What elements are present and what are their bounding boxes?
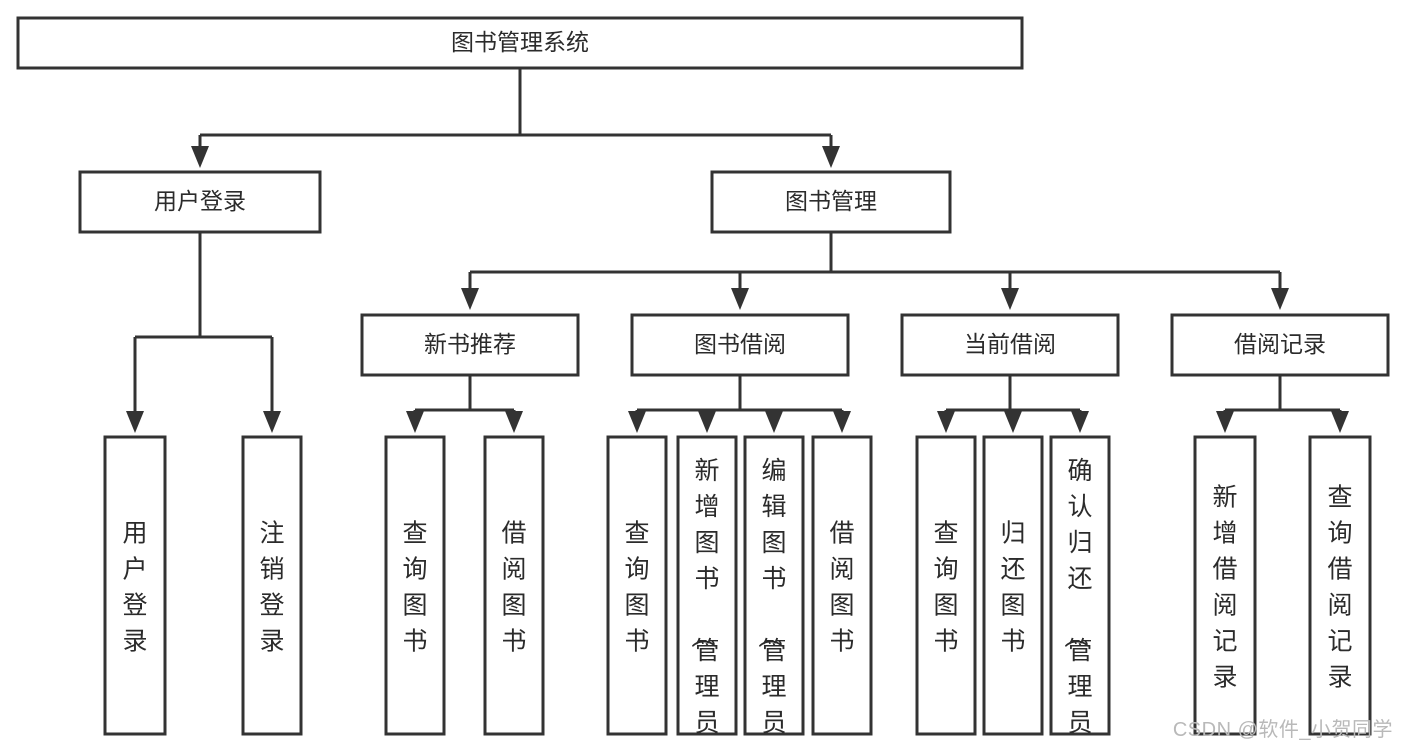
arrow-head-icon (1004, 411, 1022, 433)
arrow-head-icon (698, 411, 716, 433)
arrow-head-icon (461, 288, 479, 310)
level3-node-新书推荐[interactable]: 新书推荐 (360, 313, 580, 377)
level3-node-图书借阅-label: 图书借阅 (694, 331, 786, 357)
leaf-node-4-box[interactable] (606, 435, 668, 736)
root-node-图书管理系统-box[interactable] (16, 16, 1024, 70)
leaf-node-6[interactable]: 编辑图书（管理员） (743, 435, 805, 747)
arrow-head-icon (1271, 288, 1289, 310)
leaf-node-1[interactable]: 注销登录 (241, 435, 303, 736)
level3-node-当前借阅-label: 当前借阅 (964, 331, 1056, 357)
leaf-node-3[interactable]: 借阅图书 (483, 435, 545, 736)
leaf-node-8[interactable]: 查询图书 (915, 435, 977, 736)
level2-node-用户登录[interactable]: 用户登录 (78, 170, 322, 234)
arrow-head-icon (191, 146, 209, 168)
leaf-node-2-label: 查询图书 (402, 520, 427, 656)
arrow-head-icon (765, 411, 783, 433)
leaf-node-8-box[interactable] (915, 435, 977, 736)
leaf-node-12[interactable]: 查询借阅记录 (1308, 435, 1372, 736)
leaf-node-4[interactable]: 查询图书 (606, 435, 668, 736)
leaf-node-7-box[interactable] (811, 435, 873, 736)
leaf-node-10-box[interactable] (1049, 435, 1111, 736)
level2-node-图书管理-box[interactable] (710, 170, 952, 234)
leaf-node-1-label: 注销登录 (259, 520, 284, 656)
level3-node-当前借阅-box[interactable] (900, 313, 1120, 377)
leaf-node-10[interactable]: 确认归还（管理员） (1049, 435, 1111, 747)
leaf-node-11[interactable]: 新增借阅记录 (1193, 435, 1257, 736)
leaf-node-7-label: 借阅图书 (829, 520, 854, 656)
arrow-head-icon (628, 411, 646, 433)
level2-node-用户登录-box[interactable] (78, 170, 322, 234)
level2-node-用户登录-label: 用户登录 (154, 188, 246, 214)
leaf-node-7[interactable]: 借阅图书 (811, 435, 873, 736)
arrow-head-icon (406, 411, 424, 433)
level3-node-借阅记录[interactable]: 借阅记录 (1170, 313, 1390, 377)
leaf-node-5[interactable]: 新增图书（管理员） (676, 435, 738, 747)
level3-node-图书借阅-box[interactable] (630, 313, 850, 377)
leaf-node-9[interactable]: 归还图书 (982, 435, 1044, 736)
level3-node-借阅记录-box[interactable] (1170, 313, 1390, 377)
leaf-node-8-label: 查询图书 (933, 520, 958, 656)
leaf-node-1-box[interactable] (241, 435, 303, 736)
leaf-node-11-box[interactable] (1193, 435, 1257, 736)
leaf-node-0[interactable]: 用户登录 (103, 435, 167, 736)
leaf-node-10-label: 确认归还（管理员） (1061, 457, 1092, 747)
root-node-图书管理系统-label: 图书管理系统 (451, 29, 589, 55)
level2-node-图书管理[interactable]: 图书管理 (710, 170, 952, 234)
leaf-node-2[interactable]: 查询图书 (384, 435, 446, 736)
arrow-head-icon (822, 146, 840, 168)
leaf-node-11-label: 新增借阅记录 (1212, 484, 1237, 692)
arrow-head-icon (1071, 411, 1089, 433)
leaf-node-9-label: 归还图书 (1000, 520, 1025, 656)
leaf-node-0-label: 用户登录 (122, 520, 147, 656)
arrow-head-icon (1216, 411, 1234, 433)
arrow-head-icon (505, 411, 523, 433)
level3-node-新书推荐-label: 新书推荐 (424, 331, 516, 357)
leaf-node-0-box[interactable] (103, 435, 167, 736)
level3-node-借阅记录-label: 借阅记录 (1234, 331, 1326, 357)
leaf-node-4-label: 查询图书 (624, 520, 649, 656)
level2-node-图书管理-label: 图书管理 (785, 188, 877, 214)
leaf-node-3-box[interactable] (483, 435, 545, 736)
arrow-head-icon (263, 411, 281, 433)
leaf-node-5-box[interactable] (676, 435, 738, 736)
level3-node-图书借阅[interactable]: 图书借阅 (630, 313, 850, 377)
arrow-head-icon (1001, 288, 1019, 310)
arrow-head-icon (1331, 411, 1349, 433)
root-node-图书管理系统[interactable]: 图书管理系统 (16, 16, 1024, 70)
level3-node-新书推荐-box[interactable] (360, 313, 580, 377)
level3-node-当前借阅[interactable]: 当前借阅 (900, 313, 1120, 377)
leaf-node-12-label: 查询借阅记录 (1327, 484, 1352, 692)
leaf-node-3-label: 借阅图书 (501, 520, 526, 656)
leaf-node-2-box[interactable] (384, 435, 446, 736)
arrow-head-icon (937, 411, 955, 433)
arrow-head-icon (126, 411, 144, 433)
leaf-node-9-box[interactable] (982, 435, 1044, 736)
connector-layer (126, 68, 1349, 433)
leaf-node-6-label: 编辑图书（管理员） (755, 457, 786, 747)
arrow-head-icon (833, 411, 851, 433)
arrow-head-icon (731, 288, 749, 310)
node-layer: 图书管理系统用户登录图书管理新书推荐图书借阅当前借阅借阅记录用户登录注销登录查询… (16, 16, 1390, 747)
leaf-node-5-label: 新增图书（管理员） (688, 457, 719, 747)
leaf-node-6-box[interactable] (743, 435, 805, 736)
leaf-node-12-box[interactable] (1308, 435, 1372, 736)
